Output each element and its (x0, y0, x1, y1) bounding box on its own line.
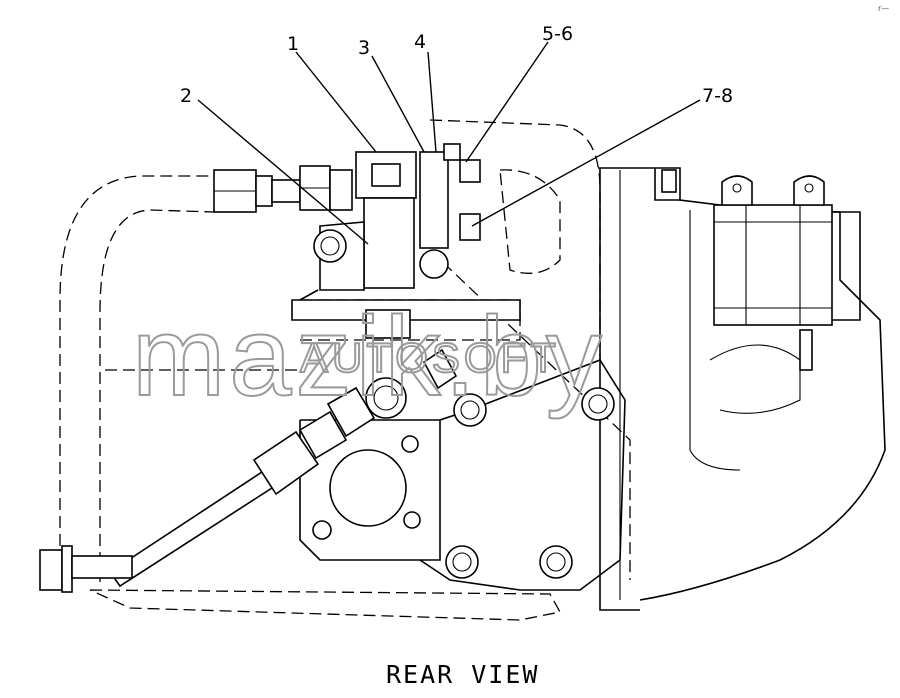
callout-7-8: 7-8 (702, 85, 733, 107)
view-caption: REAR VIEW (386, 660, 539, 689)
callout-4: 4 (414, 31, 426, 53)
starter-motor (713, 175, 861, 371)
watermark-overlay: AUTOSOFT (300, 334, 560, 381)
mounting-bracket (299, 359, 626, 591)
fuel-line-lower (108, 348, 458, 588)
callout-3: 3 (358, 37, 370, 59)
drain-plug (39, 545, 133, 593)
corner-mark: r— (878, 4, 889, 13)
watermark: mazik.by (132, 294, 606, 419)
callout-5-6: 5-6 (542, 23, 573, 45)
leader-lines (197, 41, 701, 245)
callout-2: 2 (180, 85, 192, 107)
callout-1: 1 (287, 33, 299, 55)
fuel-line-upper (213, 165, 353, 213)
fuel-transfer-pump-assembly (291, 143, 521, 339)
